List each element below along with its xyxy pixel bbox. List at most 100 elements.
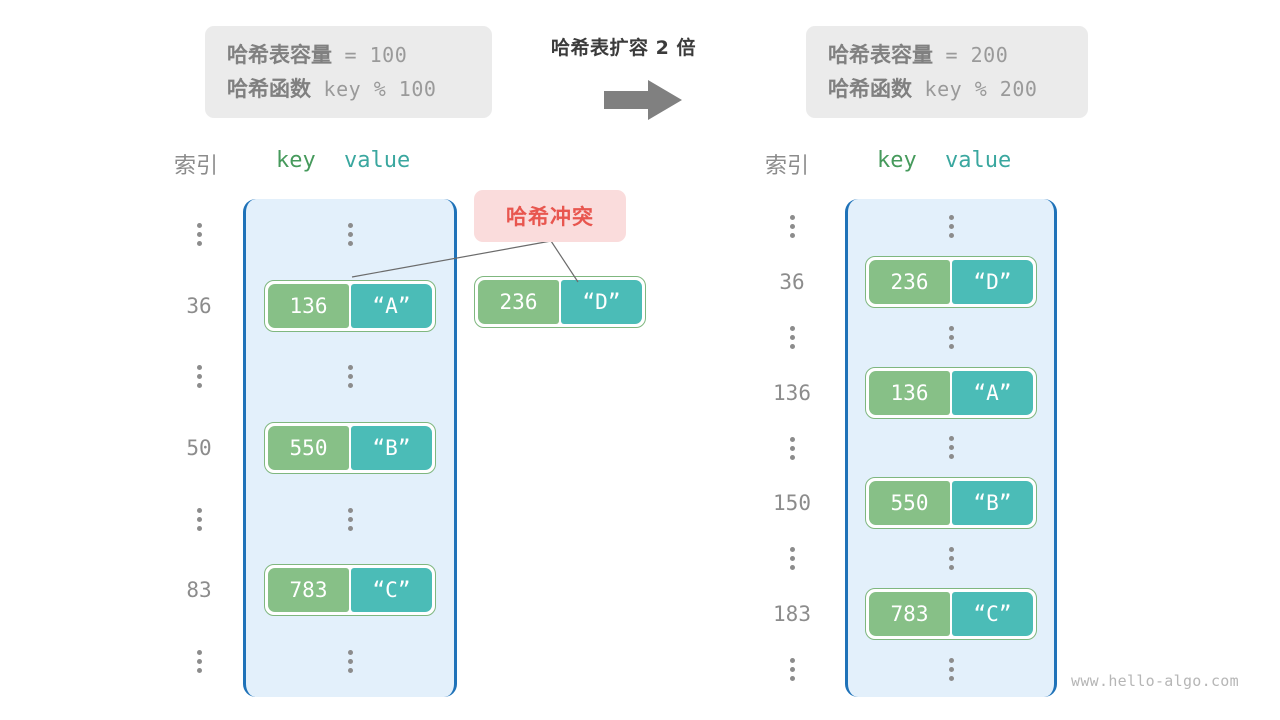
right-capacity-label: 哈希表容量 bbox=[828, 43, 933, 67]
key-value-pair: 136“A” bbox=[264, 279, 436, 332]
vertical-ellipsis-icon bbox=[948, 657, 954, 681]
table-row-ellipsis bbox=[848, 199, 1054, 254]
table-row: 783“C” bbox=[848, 586, 1054, 641]
left-bucket-array: 136“A” 550“B” 783“C” bbox=[243, 199, 457, 697]
floating-pair-value: “D” bbox=[561, 280, 642, 324]
row-index-ellipsis bbox=[160, 363, 238, 391]
vertical-ellipsis-icon bbox=[347, 649, 353, 673]
left-capacity-line: 哈希表容量 = 100 bbox=[227, 41, 470, 69]
row-index-label: 150 bbox=[773, 491, 811, 516]
right-bucket-array: 236“D” 136“A” 550“B” 783“C” bbox=[845, 199, 1057, 697]
right-value-header: value bbox=[945, 148, 1012, 173]
row-index-label: 83 bbox=[186, 578, 212, 603]
left-capacity-label: 哈希表容量 bbox=[227, 43, 332, 67]
pair-key: 136 bbox=[869, 370, 950, 415]
right-capacity-operator: = bbox=[933, 43, 971, 67]
row-index-ellipsis bbox=[752, 323, 832, 351]
pair-value: “C” bbox=[952, 591, 1033, 636]
vertical-ellipsis-icon bbox=[196, 223, 202, 247]
pair-key: 783 bbox=[268, 568, 349, 613]
pair-value: “B” bbox=[952, 481, 1033, 526]
floating-collision-pair: 236 “D” bbox=[474, 276, 646, 328]
left-key-header: key bbox=[276, 148, 316, 173]
key-value-pair: 550“B” bbox=[264, 421, 436, 474]
right-function-value: key % 200 bbox=[912, 77, 1038, 101]
table-row-ellipsis bbox=[848, 642, 1054, 697]
vertical-ellipsis-icon bbox=[347, 365, 353, 389]
row-index-ellipsis bbox=[160, 505, 238, 533]
pair-key: 550 bbox=[268, 425, 349, 470]
table-row-ellipsis bbox=[246, 484, 454, 555]
right-hash-config-box: 哈希表容量 = 200 哈希函数 key % 200 bbox=[806, 26, 1088, 118]
vertical-ellipsis-icon bbox=[347, 507, 353, 531]
vertical-ellipsis-icon bbox=[196, 507, 202, 531]
table-row: 550“B” bbox=[848, 476, 1054, 531]
table-row: 136“A” bbox=[848, 365, 1054, 420]
left-capacity-value: 100 bbox=[369, 43, 408, 67]
pair-value: “A” bbox=[952, 370, 1033, 415]
table-row: 136“A” bbox=[246, 270, 454, 341]
pair-value: “B” bbox=[351, 425, 432, 470]
vertical-ellipsis-icon bbox=[948, 215, 954, 239]
right-index-header: 索引 bbox=[765, 154, 810, 179]
left-hash-config-box: 哈希表容量 = 100 哈希函数 key % 100 bbox=[205, 26, 492, 118]
vertical-ellipsis-icon bbox=[196, 365, 202, 389]
floating-pair-key: 236 bbox=[478, 280, 559, 324]
left-function-value: key % 100 bbox=[311, 77, 437, 101]
left-index-header: 索引 bbox=[174, 154, 219, 179]
vertical-ellipsis-icon bbox=[789, 215, 795, 239]
right-key-header: key bbox=[877, 148, 917, 173]
table-row: 236“D” bbox=[848, 254, 1054, 309]
left-function-line: 哈希函数 key % 100 bbox=[227, 75, 470, 103]
pair-value: “D” bbox=[952, 259, 1033, 304]
left-function-label: 哈希函数 bbox=[227, 77, 311, 101]
right-capacity-value: 200 bbox=[970, 43, 1009, 67]
table-row-ellipsis bbox=[246, 341, 454, 412]
right-function-line: 哈希函数 key % 200 bbox=[828, 75, 1066, 103]
vertical-ellipsis-icon bbox=[347, 223, 353, 247]
pair-value: “A” bbox=[351, 283, 432, 328]
row-index-ellipsis bbox=[160, 647, 238, 675]
key-value-pair: 550“B” bbox=[865, 477, 1037, 530]
vertical-ellipsis-icon bbox=[948, 325, 954, 349]
vertical-ellipsis-icon bbox=[789, 436, 795, 460]
table-row: 550“B” bbox=[246, 412, 454, 483]
row-index-ellipsis bbox=[752, 545, 832, 573]
right-capacity-line: 哈希表容量 = 200 bbox=[828, 41, 1066, 69]
vertical-ellipsis-icon bbox=[196, 649, 202, 673]
left-value-header: value bbox=[344, 148, 411, 173]
collision-callout: 哈希冲突 bbox=[474, 190, 626, 242]
watermark: www.hello-algo.com bbox=[1071, 672, 1239, 690]
right-function-label: 哈希函数 bbox=[828, 77, 912, 101]
pair-key: 136 bbox=[268, 283, 349, 328]
row-index-ellipsis bbox=[752, 655, 832, 683]
key-value-pair: 136“A” bbox=[865, 366, 1037, 419]
row-index-label: 136 bbox=[773, 380, 811, 405]
pair-key: 236 bbox=[869, 259, 950, 304]
key-value-pair: 783“C” bbox=[865, 587, 1037, 640]
row-index-ellipsis bbox=[752, 434, 832, 462]
table-row-ellipsis bbox=[246, 199, 454, 270]
row-index-label: 183 bbox=[773, 602, 811, 626]
row-index-label: 36 bbox=[186, 293, 212, 318]
row-index-label: 36 bbox=[779, 270, 805, 294]
pair-value: “C” bbox=[351, 568, 432, 613]
table-row: 783“C” bbox=[246, 555, 454, 626]
pair-key: 783 bbox=[869, 591, 950, 636]
pair-key: 550 bbox=[869, 481, 950, 526]
vertical-ellipsis-icon bbox=[789, 325, 795, 349]
table-row-ellipsis bbox=[246, 626, 454, 697]
row-index-ellipsis bbox=[752, 213, 832, 241]
row-index-label: 50 bbox=[186, 436, 212, 460]
key-value-pair: 783“C” bbox=[264, 564, 436, 617]
row-index-ellipsis bbox=[160, 221, 238, 249]
vertical-ellipsis-icon bbox=[948, 436, 954, 460]
expansion-caption: 哈希表扩容 2 倍 bbox=[551, 37, 696, 59]
table-row-ellipsis bbox=[848, 310, 1054, 365]
vertical-ellipsis-icon bbox=[789, 657, 795, 681]
table-row-ellipsis bbox=[848, 420, 1054, 475]
table-row-ellipsis bbox=[848, 531, 1054, 586]
vertical-ellipsis-icon bbox=[948, 547, 954, 571]
vertical-ellipsis-icon bbox=[789, 547, 795, 571]
